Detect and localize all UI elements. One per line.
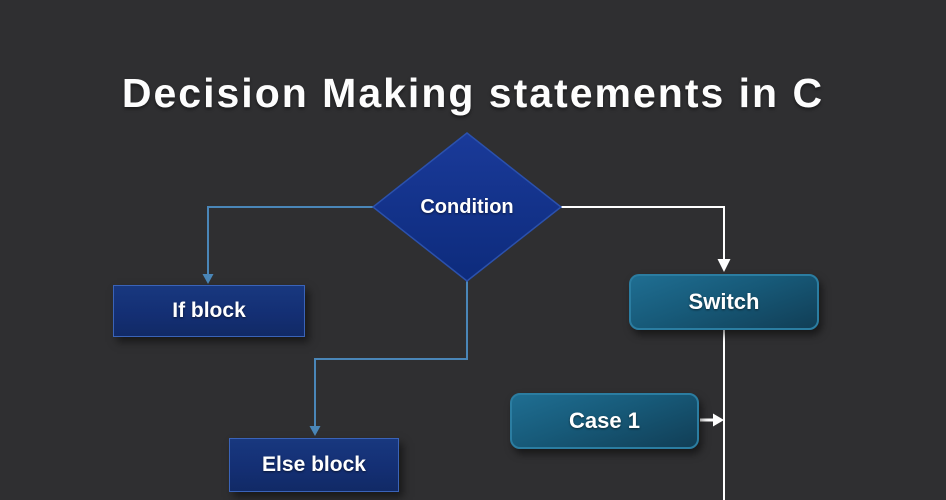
arrowhead-case1 (713, 413, 724, 427)
arrowhead-if (202, 274, 214, 284)
arrowhead-else (309, 426, 321, 436)
edge-condition-to-else (314, 281, 468, 428)
condition-diamond-shape (371, 132, 563, 282)
switch-label: Switch (688, 289, 760, 314)
if-block-node: If block (113, 285, 305, 337)
if-block-label: If block (172, 299, 246, 322)
edge-condition-to-switch (561, 206, 725, 261)
case1-label: Case 1 (569, 408, 640, 433)
arrowhead-switch (717, 259, 731, 272)
edge-condition-to-if (207, 206, 373, 276)
case1-node: Case 1 (510, 393, 699, 449)
else-block-label: Else block (262, 453, 366, 476)
condition-node-label: Condition (420, 195, 514, 218)
page-title: Decision Making statements in C (121, 70, 825, 116)
switch-node: Switch (629, 274, 819, 330)
else-block-node: Else block (229, 438, 399, 492)
